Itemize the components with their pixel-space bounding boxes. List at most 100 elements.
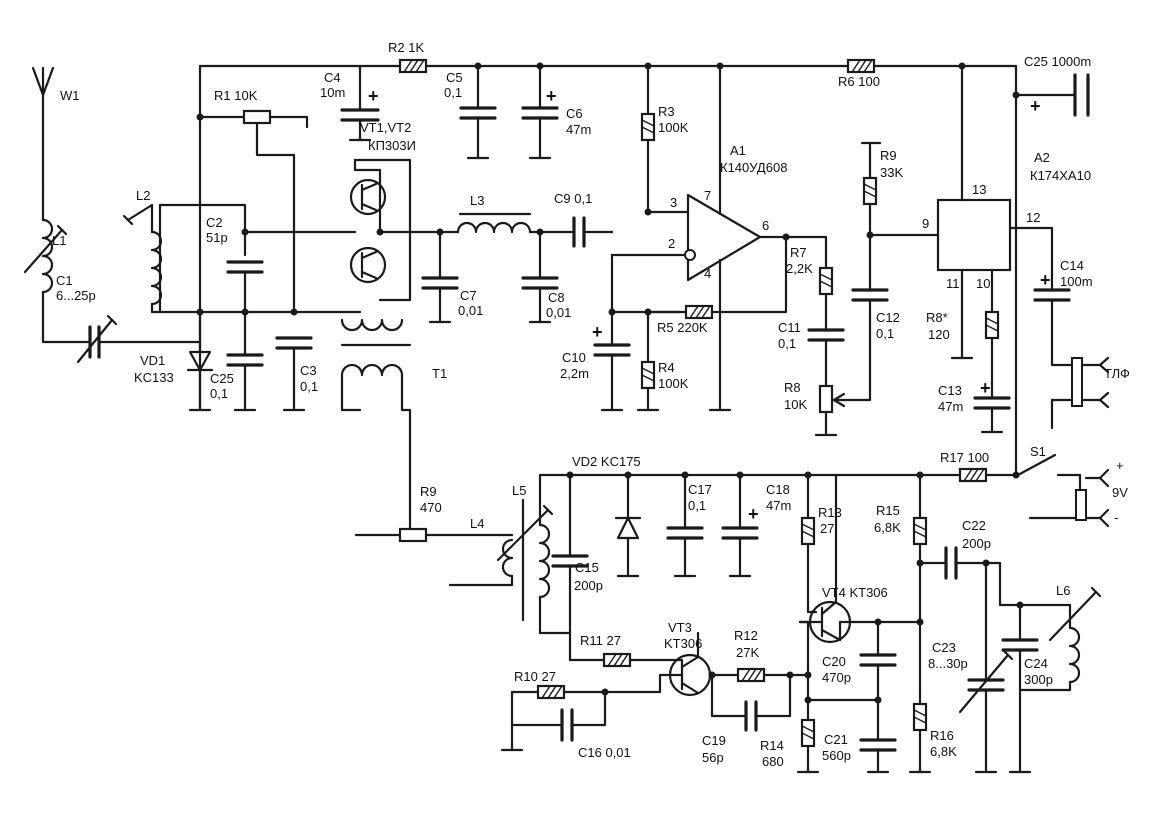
label-l3: L3 <box>470 193 484 208</box>
resistor-r11 <box>568 631 684 668</box>
label-r3-value: 100K <box>658 120 689 135</box>
label-c1-value: 6...25p <box>56 288 96 303</box>
label-r9-470-value: 470 <box>420 500 442 515</box>
label-w1: W1 <box>60 88 80 103</box>
capacitor-c7 <box>421 230 459 324</box>
label-c14-value: 100m <box>1060 274 1093 289</box>
ic-a2 <box>868 62 1054 360</box>
pin-10: 10 <box>976 276 990 291</box>
label-vt4: VT4 KT306 <box>822 585 888 600</box>
resistor-r6 <box>846 58 876 74</box>
resistor-r5 <box>646 235 788 320</box>
resistor-r15 <box>912 471 928 694</box>
label-c5: C5 <box>446 70 463 85</box>
resistor-r3 <box>640 62 690 216</box>
label-r13: R13 <box>818 505 842 520</box>
capacitor-c23-trimmer <box>958 648 1014 774</box>
label-c19: C19 <box>702 733 726 748</box>
label-r8-value: 10K <box>784 397 807 412</box>
c18-plus-sign: + <box>748 504 759 524</box>
zener-vd2 <box>614 471 642 578</box>
wire-top-right <box>872 64 1018 477</box>
resistor-r14 <box>796 671 880 774</box>
label-c24: C24 <box>1024 656 1048 671</box>
label-c1: C1 <box>56 273 73 288</box>
zener-vd1 <box>186 310 214 412</box>
inductor-l3 <box>436 212 576 236</box>
label-c15-value: 200p <box>574 578 603 593</box>
label-c7: C7 <box>460 288 477 303</box>
resistor-r4 <box>636 308 660 412</box>
label-c6: C6 <box>566 106 583 121</box>
label-c2: C2 <box>206 215 223 230</box>
resistor-r9-33k <box>860 141 882 292</box>
label-c8-value: 0,01 <box>546 305 571 320</box>
capacitor-c13 <box>973 396 1011 434</box>
label-c17: C17 <box>688 482 712 497</box>
label-r4: R4 <box>658 360 675 375</box>
resistor-r12 <box>708 620 810 683</box>
pin-7: 7 <box>704 188 711 203</box>
label-a2-value: К174ХА10 <box>1030 168 1091 183</box>
label-t1: T1 <box>432 366 447 381</box>
label-vd1-value: KC133 <box>134 370 174 385</box>
inductor-l4 <box>448 533 514 587</box>
potentiometer-r8 <box>814 308 872 437</box>
label-c13-value: 47m <box>938 399 963 414</box>
potentiometer-r1 <box>198 109 309 314</box>
resistor-r2 <box>398 58 428 74</box>
label-r5: R5 220K <box>657 320 708 335</box>
wire-vt-drain <box>353 158 412 302</box>
capacitor-c2 <box>226 228 357 314</box>
label-r7: R7 <box>790 245 807 260</box>
capacitor-c3 <box>275 308 313 412</box>
capacitor-c5 <box>459 62 497 160</box>
label-c24-value: 300p <box>1024 672 1053 687</box>
label-c25-1000m: C25 1000m <box>1024 54 1091 69</box>
label-c9: C9 0,1 <box>554 191 592 206</box>
label-c10: C10 <box>562 350 586 365</box>
c4-plus-sign: + <box>368 86 379 106</box>
label-vd2: VD2 KC175 <box>572 454 641 469</box>
label-9v: 9V <box>1112 485 1128 500</box>
label-r11: R11 27 <box>580 633 621 648</box>
label-c22-value: 200p <box>962 536 991 551</box>
label-c13: C13 <box>938 383 962 398</box>
capacitor-c10 <box>593 310 631 412</box>
label-a1-value: К140УД608 <box>720 160 787 175</box>
inductor-l5 <box>496 473 572 635</box>
resistor-r8-star <box>984 310 1000 400</box>
label-c23-value: 8...30p <box>928 656 968 671</box>
pin-6: 6 <box>762 218 769 233</box>
label-a2: A2 <box>1034 150 1050 165</box>
resistor-r10 <box>500 673 662 752</box>
capacitor-c25-small <box>226 308 264 412</box>
label-c25-small-value: 0,1 <box>210 386 228 401</box>
switch-s1[interactable] <box>1012 453 1082 492</box>
label-c21-value: 560p <box>822 748 851 763</box>
label-r14-value: 680 <box>762 754 784 769</box>
label-c12-value: 0,1 <box>876 326 894 341</box>
capacitor-c18 <box>721 471 759 578</box>
transistor-vt4 <box>798 473 922 644</box>
label-r15-value: 6,8K <box>874 520 901 535</box>
capacitor-c4 <box>340 64 380 142</box>
label-c4-value: 10m <box>320 85 345 100</box>
label-r9-33k: R9 <box>880 148 897 163</box>
capacitor-c24 <box>1001 603 1052 774</box>
label-c18-value: 47m <box>766 498 791 513</box>
label-c21: C21 <box>824 732 848 747</box>
label-r4-value: 100K <box>658 376 689 391</box>
label-c3-value: 0,1 <box>300 379 318 394</box>
c14-plus-sign: + <box>1040 270 1051 290</box>
wire-feedback-left <box>610 253 682 314</box>
label-c3: C3 <box>300 363 317 378</box>
pin-3: 3 <box>670 195 677 210</box>
label-c5-value: 0,1 <box>444 85 462 100</box>
label-r8: R8 <box>784 380 801 395</box>
label-c12: C12 <box>876 310 900 325</box>
label-s1: S1 <box>1030 444 1046 459</box>
label-l1: L1 <box>52 233 66 248</box>
